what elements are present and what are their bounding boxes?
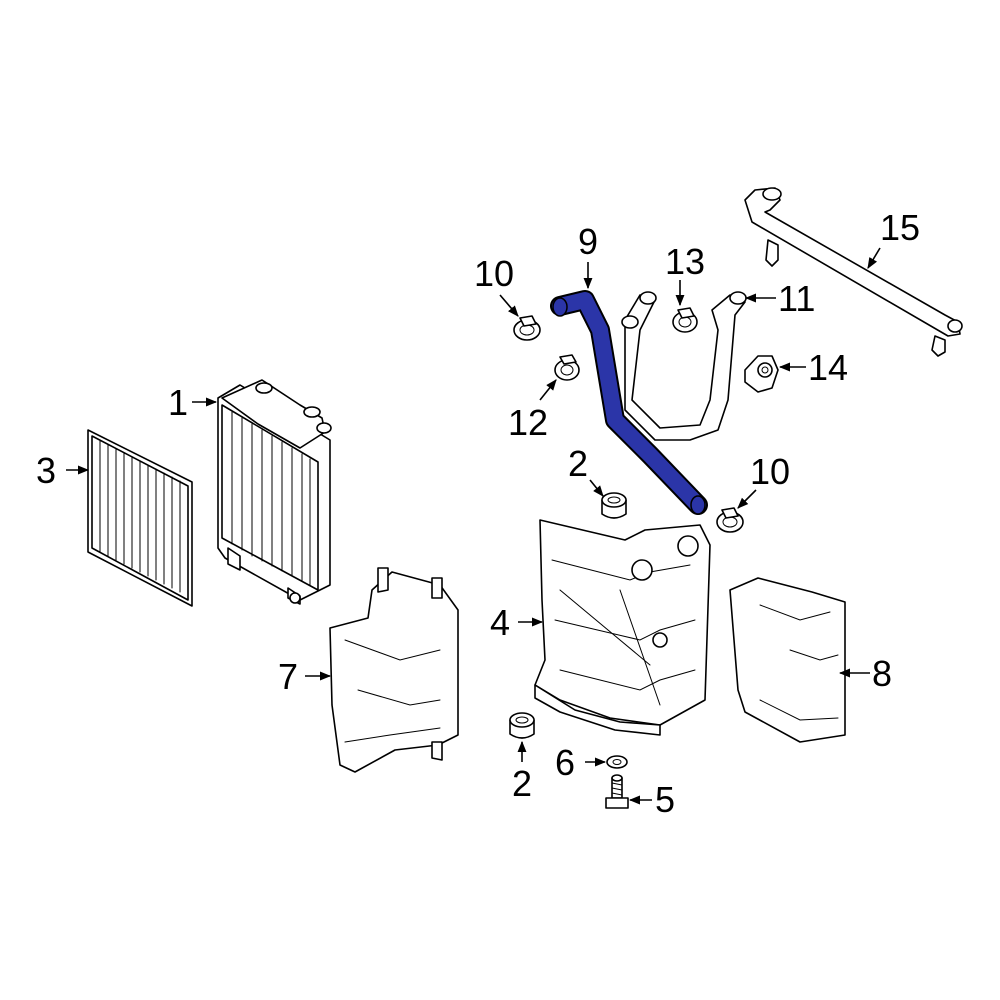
part-11-hose[interactable] — [621, 291, 747, 441]
callout-1: 1 — [168, 382, 188, 423]
callout-14: 14 — [808, 347, 848, 388]
callout-11: 11 — [778, 278, 815, 319]
part-3-grille[interactable] — [87, 429, 193, 607]
callout-10: 10 — [474, 253, 514, 294]
callout-6: 6 — [555, 742, 575, 783]
callout-13: 13 — [665, 241, 705, 282]
part-15-coolant-pipe[interactable] — [744, 187, 963, 357]
part-12-clamp[interactable] — [554, 354, 580, 381]
callouts: 1 2 2 3 4 5 6 7 8 9 10 10 11 12 13 14 15 — [36, 207, 920, 820]
callout-4: 4 — [490, 602, 510, 643]
callout-15: 15 — [880, 207, 920, 248]
callout-8: 8 — [872, 653, 892, 694]
callout-5: 5 — [655, 779, 675, 820]
part-9-hose[interactable] — [550, 290, 708, 515]
part-10-clamp-lower[interactable] — [716, 507, 744, 533]
callout-7: 7 — [278, 656, 298, 697]
part-2-grommet-lower[interactable] — [509, 712, 535, 739]
part-6-washer[interactable] — [606, 755, 628, 769]
leader-lines — [66, 247, 881, 805]
part-2-grommet-upper[interactable] — [601, 492, 627, 519]
part-8-air-duct[interactable] — [729, 577, 846, 743]
callout-3: 3 — [36, 450, 56, 491]
part-7-air-duct[interactable] — [329, 567, 459, 773]
callout-10: 10 — [750, 451, 790, 492]
part-13-clamp[interactable] — [672, 307, 698, 333]
part-5-bolt[interactable] — [605, 774, 629, 809]
part-14-connector[interactable] — [744, 355, 779, 393]
callout-9: 9 — [578, 221, 598, 262]
callout-2: 2 — [568, 443, 588, 484]
part-10-clamp-upper[interactable] — [513, 315, 541, 341]
callout-2: 2 — [512, 763, 532, 804]
part-4-bracket[interactable] — [534, 519, 711, 736]
part-1-radiator[interactable] — [217, 379, 332, 605]
callout-12: 12 — [508, 402, 548, 443]
